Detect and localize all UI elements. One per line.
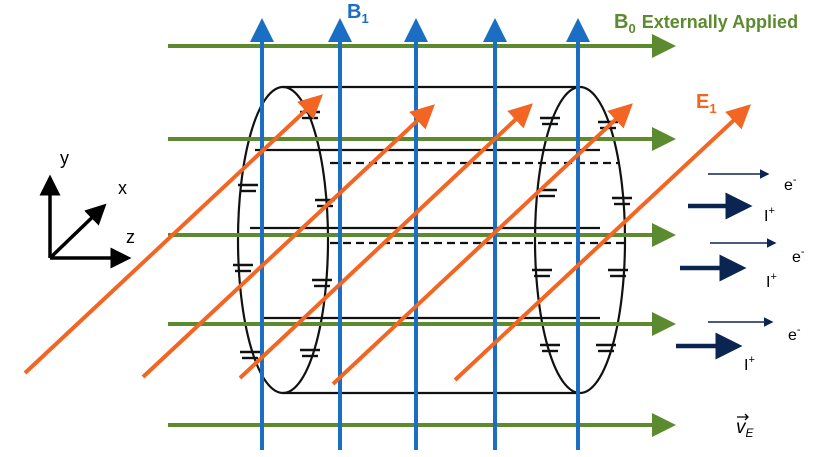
axis-z-label: z (126, 227, 135, 247)
ion-label: I+ (764, 205, 775, 225)
axes-triad (39, 174, 132, 269)
e1-arrow (23, 94, 323, 375)
e1-arrow (141, 104, 435, 379)
electron-label: e- (784, 174, 797, 194)
axis-x-label: x (118, 178, 127, 198)
e1-label: E1 (696, 91, 717, 116)
e1-field-arrows (23, 94, 751, 386)
svg-text:vE: vE (736, 417, 755, 440)
drift-velocity-label: vE (736, 413, 755, 440)
b1-label: B1 (347, 1, 369, 26)
e1-arrow (453, 104, 751, 382)
particle-arrows (676, 169, 777, 360)
electron-label: e- (792, 246, 805, 266)
axis-y-label: y (60, 148, 69, 168)
b0-field-arrows (168, 34, 676, 437)
birdcage-coil (233, 85, 632, 395)
ion-label: I+ (744, 354, 755, 374)
ion-label: I+ (766, 271, 777, 291)
e1-arrow (331, 103, 633, 386)
vector-arrow-icon (737, 413, 749, 421)
electron-label: e- (788, 324, 801, 344)
axis-x-arrow (48, 203, 107, 260)
e1-arrow (238, 103, 533, 380)
